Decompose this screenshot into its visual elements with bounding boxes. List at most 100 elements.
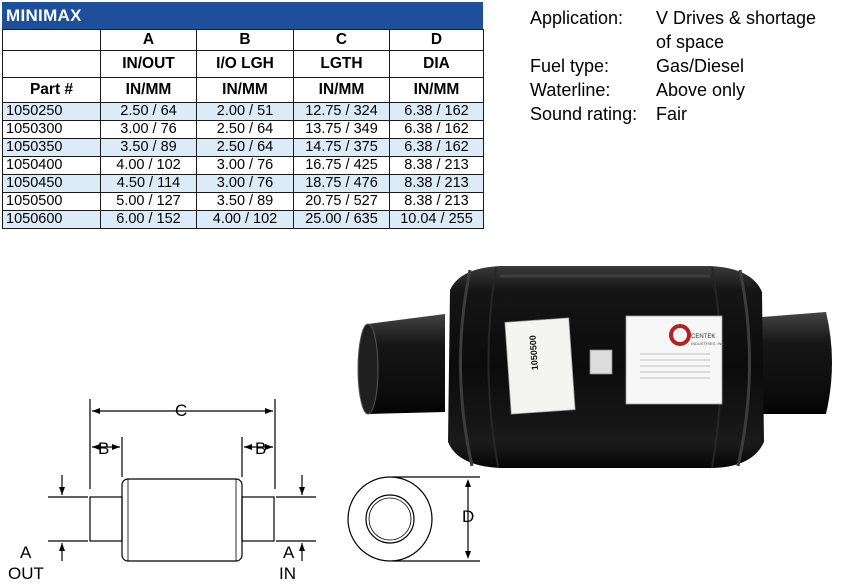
info-row: Waterline: Above only [530,78,836,102]
dimension-cell: 3.00 / 76 [100,120,197,139]
table-title: MINIMAX [2,2,483,29]
application-info: Application: V Drives & shortage of space… [530,6,836,126]
dim-a-in-label: A [283,543,295,562]
dimension-cell: 3.50 / 89 [196,192,294,211]
dim-b-left-label: B [98,439,110,458]
info-row: Application: V Drives & shortage of space [530,6,836,54]
info-label: Fuel type: [530,56,610,76]
side-view-right-pipe [241,496,275,542]
part-number-cell: 1050600 [2,210,101,229]
header-cell: A [100,29,197,51]
header-cell: I/O LGH [196,50,294,78]
part-number-cell: 1050450 [2,174,101,193]
part-number-cell: 1050300 [2,120,101,139]
header-cell: DIA [389,50,484,78]
brand-sub: INDUSTRIES, INC. [691,341,725,346]
header-row-units: Part # IN/MM IN/MM IN/MM IN/MM [2,77,484,103]
left-pipe [362,314,445,414]
dim-a-in-sub: IN [279,564,296,583]
info-value: Above only [656,80,746,100]
header-cell: IN/OUT [100,50,197,78]
left-pipe-opening [357,323,379,415]
info-value: V Drives & shortage of space [656,8,817,52]
dimension-cell: 6.00 / 152 [100,210,197,229]
end-view-inner [365,494,415,544]
brand-logo-icon [669,324,691,346]
header-row-letters: A B C D [2,29,484,51]
muffler-photo: 1050500 CENTEK INDUSTRIES, INC. [357,266,832,468]
header-cell [2,50,101,78]
dimension-cell: 4.00 / 102 [196,210,294,229]
dimension-table: A B C D IN/OUT I/O LGH LGTH DIA Part # I… [2,29,484,229]
header-cell: IN/MM [293,77,390,103]
dimension-cell: 6.38 / 162 [389,138,484,157]
dimension-cell: 2.50 / 64 [100,102,197,121]
dimension-cell: 6.38 / 162 [389,120,484,139]
dimension-cell: 2.50 / 64 [196,120,294,139]
side-view-body [121,478,243,562]
header-cell: Part # [2,77,101,103]
header-cell: D [389,29,484,51]
header-row-names: IN/OUT I/O LGH LGTH DIA [2,50,484,78]
header-cell: IN/MM [100,77,197,103]
dimension-cell: 3.00 / 76 [196,156,294,175]
dimension-cell: 6.38 / 162 [389,102,484,121]
info-label: Sound rating: [530,104,638,124]
dimension-cell: 5.00 / 127 [100,192,197,211]
header-cell [2,29,101,51]
info-value: Gas/Diesel [656,56,745,76]
header-cell: IN/MM [196,77,294,103]
right-pipe [750,312,832,414]
header-cell: IN/MM [389,77,484,103]
dimension-cell: 10.04 / 255 [389,210,484,229]
end-view-outer [347,476,433,562]
part-number-cell: 1050500 [2,192,101,211]
dim-d-label: D [462,507,475,526]
part-number-cell: 1050250 [2,102,101,121]
info-row: Fuel type: Gas/Diesel [530,54,836,78]
dimension-drawing [48,399,480,562]
dimension-cell: 3.00 / 76 [196,174,294,193]
dimension-cell: 18.75 / 476 [293,174,390,193]
dimension-cell: 16.75 / 425 [293,156,390,175]
part-number-cell: 1050400 [2,156,101,175]
dimension-cell: 14.75 / 375 [293,138,390,157]
dimension-cell: 3.50 / 89 [100,138,197,157]
spec-table: MINIMAX A B C D IN/OUT I/O LGH LGTH DIA … [2,2,484,229]
small-tag [589,349,613,375]
dim-b-right-label: B [255,439,267,458]
dimension-cell: 12.75 / 324 [293,102,390,121]
dimension-cell: 25.00 / 635 [293,210,390,229]
info-row: Sound rating: Fair [530,102,836,126]
dimension-cell: 20.75 / 527 [293,192,390,211]
info-label: Waterline: [530,80,611,100]
dimension-cell: 4.50 / 114 [100,174,197,193]
dimension-cell: 2.50 / 64 [196,138,294,157]
dim-a-out-sub: OUT [8,564,44,583]
dim-c-label: C [175,401,188,420]
dimension-cell: 4.00 / 102 [100,156,197,175]
header-cell: C [293,29,390,51]
dim-a-out-label: A [20,543,32,562]
dimension-cell: 8.38 / 213 [389,192,484,211]
dimension-cell: 8.38 / 213 [389,156,484,175]
dimension-cell: 8.38 / 213 [389,174,484,193]
info-value: Fair [656,104,687,124]
product-sticker [504,317,576,415]
info-label: Application: [530,8,624,28]
header-cell: LGTH [293,50,390,78]
part-number-cell: 1050350 [2,138,101,157]
header-cell: B [196,29,294,51]
brand-name: CENTEK [691,334,715,340]
side-view-left-pipe [89,496,123,542]
sticker-part-number: 1050500 [528,335,540,371]
dimension-cell: 13.75 / 349 [293,120,390,139]
